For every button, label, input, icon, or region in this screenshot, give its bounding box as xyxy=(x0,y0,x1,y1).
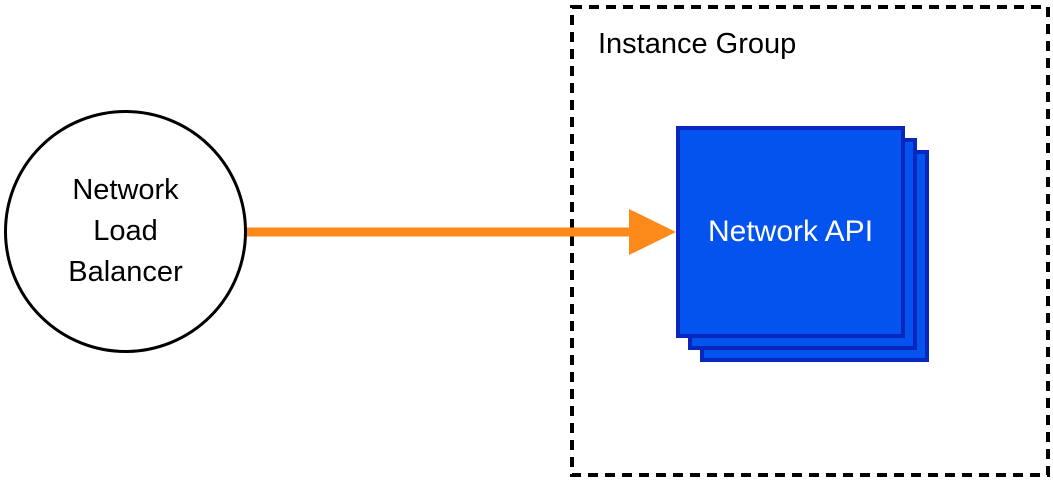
network-load-balancer-label-line1: Network xyxy=(72,174,179,206)
network-api-label: Network API xyxy=(707,215,874,248)
flow-arrow xyxy=(247,209,676,255)
flow-arrow-head xyxy=(629,209,676,255)
network-load-balancer-label-line2: Load xyxy=(93,215,158,247)
network-api-node: Network API xyxy=(676,126,905,338)
network-load-balancer-label: Network Load Balancer xyxy=(68,170,182,293)
network-load-balancer-label-line3: Balancer xyxy=(68,256,183,288)
network-load-balancer-node: Network Load Balancer xyxy=(4,110,247,353)
instance-group-title: Instance Group xyxy=(598,28,797,60)
